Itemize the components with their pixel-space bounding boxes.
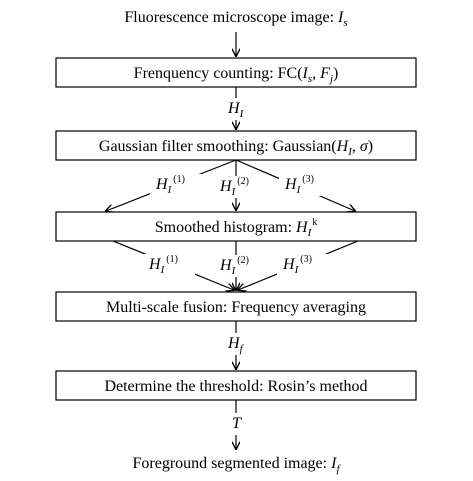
- output-label: Foreground segmented image: If: [132, 455, 341, 475]
- edge1-label: HI: [227, 100, 245, 120]
- branch-bottom-label-1-bg: [143, 254, 195, 276]
- branch-bottom-label-3: HI(3): [282, 254, 312, 276]
- smoothed-histogram-label: Smoothed histogram: HIk: [155, 217, 318, 239]
- fusion-label: Multi-scale fusion: Frequency averaging: [106, 299, 366, 316]
- branch-top-label-2: HI(2): [219, 176, 249, 198]
- branch-top-label-1: HI(1): [155, 174, 185, 196]
- threshold-label: Determine the threshold: Rosin’s method: [104, 378, 367, 395]
- branch-bottom-label-1: HI(1): [148, 254, 178, 276]
- gaussian-label: Gaussian filter smoothing: Gaussian(HI, …: [99, 138, 373, 158]
- fusion-box: [55, 291, 417, 322]
- branch-top-label-2-bg: [214, 176, 266, 198]
- edge5-label: T: [232, 415, 242, 432]
- edge5-bg: [226, 413, 248, 435]
- edge4-bg: [222, 333, 252, 355]
- gaussian-box: [55, 130, 417, 161]
- branch-bottom-label-3-bg: [277, 254, 329, 276]
- edge4-label: Hf: [227, 335, 245, 355]
- branch-bottom-label-2: HI(2): [219, 255, 249, 277]
- counting-label: Frenquency counting: FC(Is, Fj): [134, 65, 339, 85]
- branch-top-label-1-bg: [150, 174, 202, 196]
- smoothed-histogram-box: [55, 211, 417, 242]
- branch-bottom-label-2-bg: [214, 255, 266, 277]
- edge1-bg: [222, 98, 252, 120]
- branch-top-label-3-bg: [279, 174, 331, 196]
- branch-top-label-3: HI(3): [284, 174, 314, 196]
- input-label: Fluorescence microscope image: Is: [124, 9, 347, 29]
